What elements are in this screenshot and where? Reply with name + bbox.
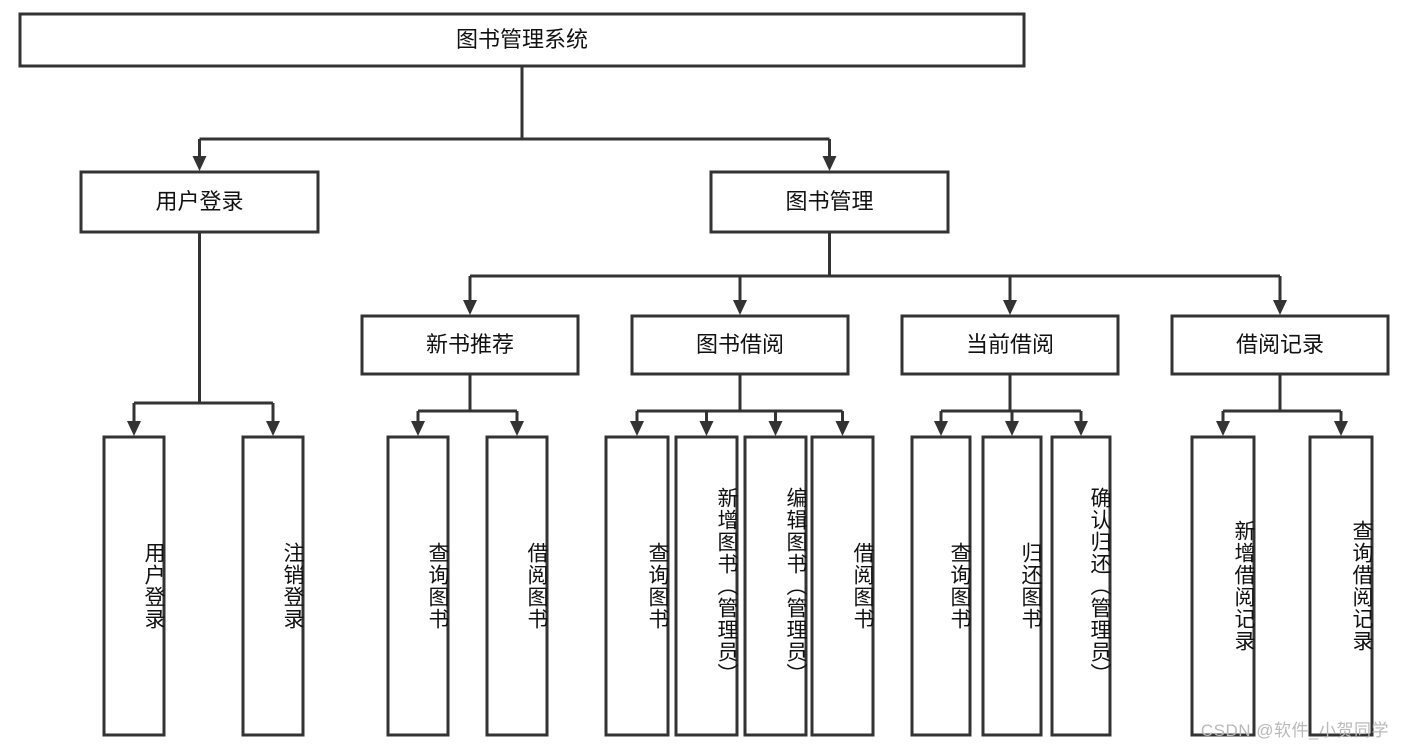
node-l-logout[interactable] — [241, 435, 305, 737]
node-n-book-mgmt[interactable] — [709, 170, 950, 234]
csdn-watermark: CSDN @软件_小贺同学 — [1200, 721, 1389, 740]
node-label-n-current-borrow: 当前借阅 — [966, 332, 1054, 357]
node-layer — [18, 12, 1390, 737]
node-l-edit-book[interactable] — [743, 435, 808, 737]
node-label-n-user-login: 用户登录 — [155, 189, 243, 214]
node-n-current-borrow[interactable] — [900, 314, 1120, 376]
node-root[interactable] — [18, 12, 1026, 68]
node-l-add-record[interactable] — [1190, 435, 1256, 737]
node-l-user-login[interactable] — [102, 435, 166, 737]
node-label-n-new-book-rec: 新书推荐 — [426, 332, 514, 357]
node-n-book-borrow[interactable] — [630, 314, 850, 376]
node-l-borrow-book-1[interactable] — [485, 435, 549, 737]
node-l-query-book-2[interactable] — [604, 435, 670, 737]
node-l-query-book-1[interactable] — [386, 435, 450, 737]
node-n-user-login[interactable] — [79, 170, 320, 234]
node-label-n-borrow-record: 借阅记录 — [1236, 332, 1324, 357]
node-l-borrow-book-2[interactable] — [810, 435, 875, 737]
node-label-n-book-mgmt: 图书管理 — [785, 189, 873, 214]
edge-layer — [127, 66, 1348, 436]
node-label-n-book-borrow: 图书借阅 — [696, 332, 784, 357]
node-label-root: 图书管理系统 — [456, 27, 588, 52]
node-l-add-book[interactable] — [674, 435, 739, 737]
node-n-borrow-record[interactable] — [1170, 314, 1390, 376]
node-l-query-book-3[interactable] — [910, 435, 972, 737]
node-l-return-book[interactable] — [981, 435, 1043, 737]
node-l-query-record[interactable] — [1308, 435, 1374, 737]
node-n-new-book-rec[interactable] — [360, 314, 580, 376]
node-l-confirm-return[interactable] — [1050, 435, 1112, 737]
